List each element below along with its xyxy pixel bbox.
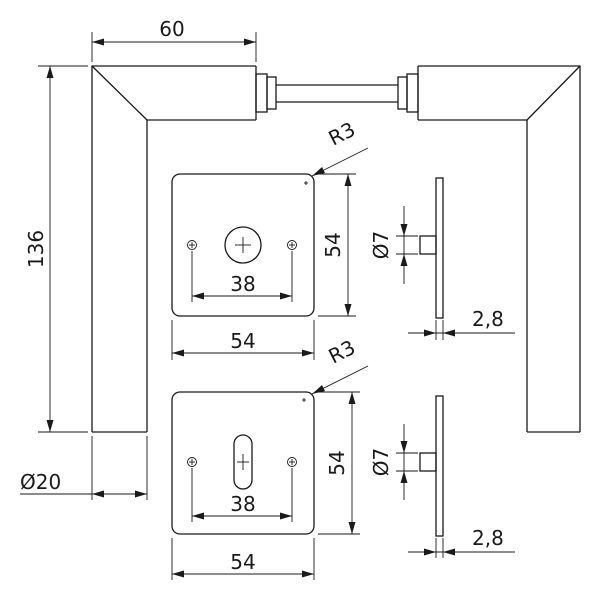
rose-bottom-profile-plate xyxy=(435,395,444,537)
left-collar-ring-1 xyxy=(255,73,268,113)
dimension-bottom-radius: R3 xyxy=(311,335,369,395)
left-collar-ring-2 xyxy=(266,76,277,110)
rose-bottom-width-label: 54 xyxy=(230,550,255,574)
rose-bottom-radius-label: R3 xyxy=(325,335,360,368)
dimension-top-width: 54 xyxy=(171,320,315,360)
rose-bottom-thickness-label: 2,8 xyxy=(472,526,504,550)
dimension-bottom-width: 54 xyxy=(171,538,315,580)
rose-top-hole-spacing-label: 38 xyxy=(230,272,255,296)
dimension-top-radius: R3 xyxy=(311,117,369,177)
rose-top-pin-diameter-label: Ø7 xyxy=(369,231,393,259)
rose-top xyxy=(171,173,315,317)
rose-top-profile-plate xyxy=(435,177,444,319)
dimension-bottom-height: 54 xyxy=(318,391,360,535)
rose-top-keyhole xyxy=(224,226,262,264)
right-handle-outline xyxy=(418,65,581,432)
left-handle-miter xyxy=(91,65,148,121)
rose-bottom-pin-diameter-label: Ø7 xyxy=(369,448,393,476)
rose-top-radius-label: R3 xyxy=(325,117,360,150)
right-collar-ring-1 xyxy=(406,73,419,113)
rose-bottom-screw-left xyxy=(187,457,197,467)
dimension-top-hole-spacing: 38 xyxy=(191,251,293,302)
right-collar-ring-2 xyxy=(397,76,408,110)
rose-top-profile-pin xyxy=(419,235,437,255)
left-handle-outline xyxy=(91,65,256,432)
left-lever-handle xyxy=(91,65,277,433)
rose-bottom-profile-pin xyxy=(419,452,437,472)
rose-bottom-screw-right xyxy=(287,457,297,467)
rose-bottom-hole-spacing-label: 38 xyxy=(230,492,255,516)
dimension-handle-height: 136 xyxy=(24,65,88,433)
dimension-handle-diameter: Ø20 xyxy=(20,436,148,500)
dimension-handle-width: 60 xyxy=(91,17,257,62)
rose-top-width-label: 54 xyxy=(230,329,255,353)
rose-top-thickness-label: 2,8 xyxy=(472,307,504,331)
rose-bottom-plate xyxy=(171,391,315,535)
handle-diameter-label: Ø20 xyxy=(20,470,61,494)
spindle xyxy=(276,84,398,103)
rose-top-screw-left xyxy=(187,240,197,250)
rose-bottom-side-profile: Ø7 2,8 xyxy=(369,395,515,558)
right-lever-handle xyxy=(397,65,581,433)
right-handle-inner-outline xyxy=(418,119,528,432)
rose-top-height-label: 54 xyxy=(321,232,345,257)
handle-width-label: 60 xyxy=(159,17,184,41)
right-handle-miter xyxy=(526,65,581,121)
handle-height-label: 136 xyxy=(24,230,48,268)
dimension-bottom-hole-spacing: 38 xyxy=(191,468,293,522)
rose-bottom-height-label: 54 xyxy=(325,450,349,475)
rose-top-screw-right xyxy=(287,240,297,250)
rose-top-plate xyxy=(171,173,315,317)
rose-bottom xyxy=(171,391,315,535)
rose-bottom-cylinder-hole xyxy=(233,434,253,490)
dimension-top-height: 54 xyxy=(318,173,356,317)
rose-top-side-profile: Ø7 2,8 xyxy=(369,177,515,340)
